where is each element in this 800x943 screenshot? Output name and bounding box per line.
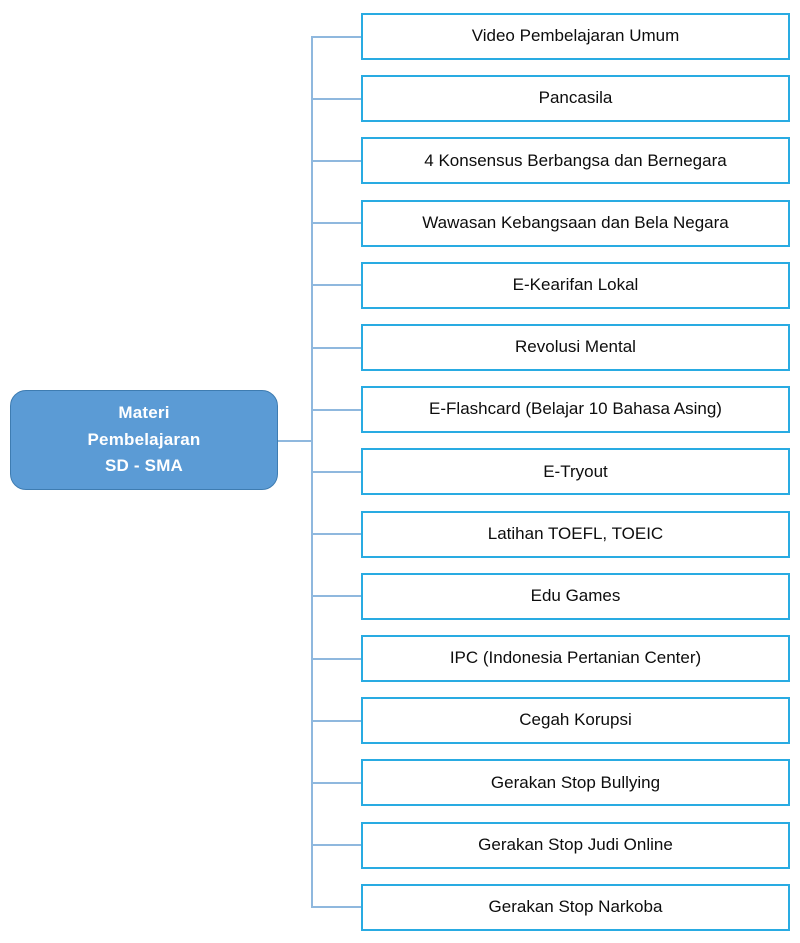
branch-connector [311,470,361,473]
root-connector [278,440,313,442]
branch-box[interactable]: 4 Konsensus Berbangsa dan Bernegara [361,137,790,185]
branch-box[interactable]: Edu Games [361,572,790,620]
branch-label: Latihan TOEFL, TOEIC [487,523,664,543]
branch-connector [311,284,361,287]
branch-label: E-Flashcard (Belajar 10 Bahasa Asing) [429,399,722,419]
branch-label: E-Kearifan Lokal [512,274,639,294]
branch-box[interactable]: Gerakan Stop Judi Online [361,821,790,869]
branch-label: IPC (Indonesia Pertanian Center) [449,648,702,668]
branch-box[interactable]: E-Kearifan Lokal [361,261,790,309]
branch-label: E-Tryout [543,461,608,481]
branch-box[interactable]: E-Tryout [361,448,790,496]
branch-connector [311,595,361,598]
branch-label: Cegah Korupsi [519,710,632,730]
branch-connector [311,844,361,847]
branch-label: Edu Games [530,585,621,605]
branch-box[interactable]: Gerakan Stop Narkoba [361,883,790,931]
root-node[interactable]: Materi Pembelajaran SD - SMA [10,390,278,490]
branch-connector [311,408,361,411]
branch-label: Wawasan Kebangsaan dan Bela Negara [422,212,729,232]
branch-box[interactable]: Latihan TOEFL, TOEIC [361,510,790,558]
branch-connector [311,719,361,722]
root-node-label: Materi Pembelajaran SD - SMA [87,403,201,476]
branch-connector [311,533,361,536]
branch-box[interactable]: IPC (Indonesia Pertanian Center) [361,635,790,682]
branch-label: Gerakan Stop Judi Online [478,834,673,854]
branch-connector [311,346,361,349]
branch-connector [311,159,361,162]
branch-box[interactable]: Video Pembelajaran Umum [361,13,790,60]
branch-box[interactable]: Cegah Korupsi [361,697,790,745]
branch-label: 4 Konsensus Berbangsa dan Bernegara [424,150,727,170]
branch-connector [311,657,361,660]
branch-label: Gerakan Stop Narkoba [488,896,663,916]
branch-box[interactable]: E-Flashcard (Belajar 10 Bahasa Asing) [361,386,790,434]
branch-connector [311,97,361,100]
branch-connector [311,222,361,225]
branch-connector [311,781,361,784]
branch-box[interactable]: Pancasila [361,75,790,123]
branch-box[interactable]: Wawasan Kebangsaan dan Bela Negara [361,199,790,247]
branch-label: Revolusi Mental [515,337,636,357]
branch-box[interactable]: Revolusi Mental [361,324,790,371]
branch-label: Gerakan Stop Bullying [490,772,661,792]
branch-box[interactable]: Gerakan Stop Bullying [361,759,790,807]
branch-label: Pancasila [538,88,613,108]
branch-label: Video Pembelajaran Umum [471,26,680,46]
branch-connector [311,35,361,38]
branch-connector [311,906,361,909]
trunk-connector [311,36,313,907]
